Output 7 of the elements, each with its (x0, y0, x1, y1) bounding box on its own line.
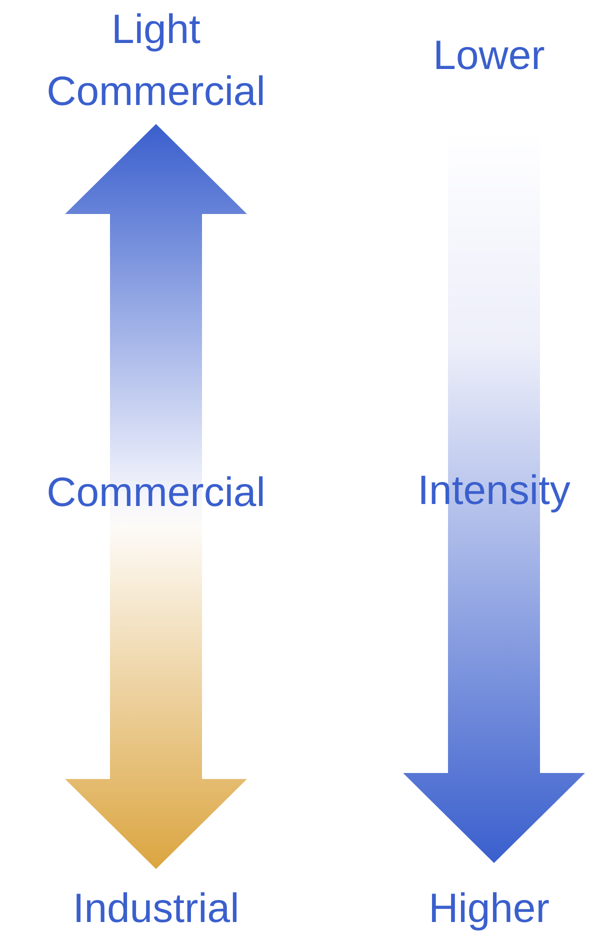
double-headed-arrow (65, 124, 247, 869)
edge-label: Commercial (46, 468, 266, 516)
edge-label: Intensity (418, 466, 570, 514)
axis-end-label: Light Commercial (46, 6, 266, 114)
axis-end-label: Higher (428, 885, 550, 931)
axis-end-label: Lower (433, 32, 545, 78)
axis-end-label: Industrial (72, 885, 240, 931)
